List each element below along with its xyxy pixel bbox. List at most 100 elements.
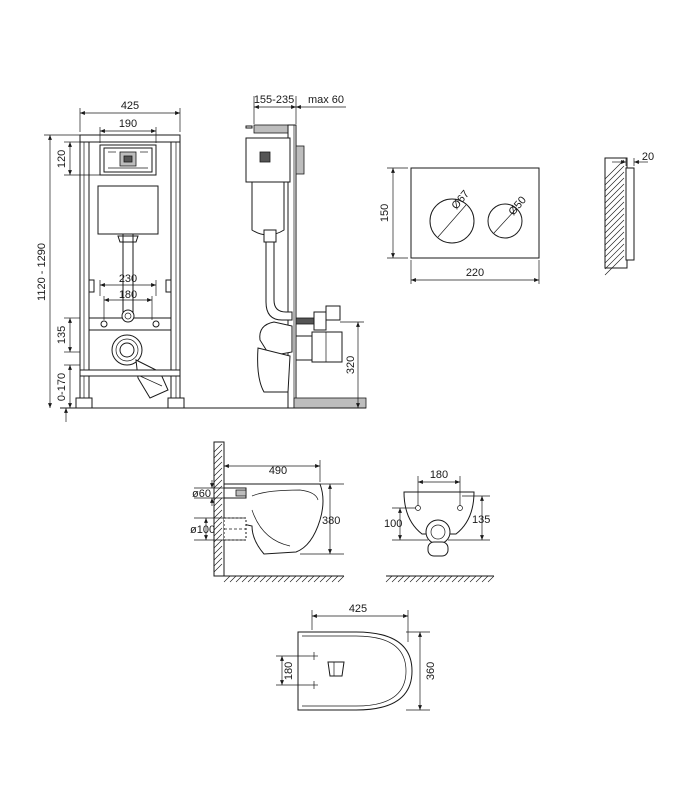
hatch-line <box>213 449 223 459</box>
dim-rear-stud-spacing: 180 <box>430 469 448 481</box>
hatch-line <box>213 539 223 549</box>
dim-wall-depth: 155-235 <box>254 94 294 106</box>
hatch-line <box>213 491 223 501</box>
inlet-connector <box>121 309 135 323</box>
hatch-line <box>487 575 495 583</box>
dim-max-depth: max 60 <box>308 94 344 106</box>
dim-plate-width: 220 <box>466 267 484 279</box>
dim-inlet-diameter: ø60 <box>192 488 211 500</box>
hatch-line <box>313 575 321 583</box>
frame-top-bar <box>79 134 181 143</box>
bowl-top-opening <box>327 661 345 677</box>
frame-front-view: 425 190 120 1120 - 1290 230 180 135 0-17… <box>36 100 365 422</box>
hatch-line <box>415 575 423 583</box>
bowl-top-outline <box>297 631 413 711</box>
hatch-line <box>235 575 243 583</box>
hatch-line <box>223 575 231 583</box>
hatch-line <box>213 443 223 453</box>
hatch-line <box>469 575 477 583</box>
hatch-line <box>213 527 223 537</box>
hatch-line <box>253 575 261 583</box>
hatch-line <box>247 575 255 583</box>
hatch-line <box>213 497 223 507</box>
cistern <box>97 185 159 235</box>
hatch-line <box>241 575 249 583</box>
hatch-line <box>213 521 223 531</box>
hatch-line <box>604 237 625 258</box>
frame-bottom-bar <box>79 369 181 377</box>
hatch-line <box>475 575 483 583</box>
hatch-line <box>213 545 223 555</box>
hatch-line <box>325 575 333 583</box>
hatch-line <box>604 213 625 234</box>
hatch-line <box>319 575 327 583</box>
hatch-line <box>481 575 489 583</box>
bowl-rear-view: 180 100 135 <box>384 469 495 583</box>
dim-outlet-diameter: ø100 <box>190 524 215 536</box>
hatch-line <box>604 177 625 198</box>
hatch-line <box>331 575 339 583</box>
hatch-line <box>301 575 309 583</box>
rear-outlet <box>425 519 451 545</box>
hatch-line <box>213 461 223 471</box>
hatch-line <box>337 575 345 583</box>
hatch-line <box>265 575 273 583</box>
hatch-line <box>409 575 417 583</box>
hatch-line <box>259 575 267 583</box>
side-cistern <box>251 181 285 236</box>
hatch-line <box>451 575 459 583</box>
hatch-line <box>397 575 405 583</box>
dim-top-width: 425 <box>349 603 367 615</box>
dim-plate-height: 150 <box>379 204 391 222</box>
hatch-line <box>295 575 303 583</box>
hatch-line <box>213 551 223 561</box>
hatch-line <box>213 479 223 489</box>
hatch-line <box>604 249 625 270</box>
hatch-line <box>213 473 223 483</box>
drain-elbow <box>135 359 169 399</box>
bowl-rear-outline <box>403 491 475 535</box>
hatch-line <box>271 575 279 583</box>
hatch-line <box>604 159 625 180</box>
hatch-line <box>213 467 223 477</box>
frame-right-upright <box>170 134 181 409</box>
hatch-line <box>604 189 625 210</box>
bowl-top-view: 425 360 180 <box>276 603 437 711</box>
dim-plate-opening-height: 120 <box>56 150 68 168</box>
hatch-line <box>445 575 453 583</box>
hatch-line <box>604 165 625 186</box>
hatch-line <box>213 515 223 525</box>
bowl-side-view: 490 ø60 ø100 380 <box>190 441 345 583</box>
side-actuator <box>245 137 291 183</box>
hatch-line <box>463 575 471 583</box>
hatch-line <box>604 231 625 252</box>
dim-stud-height: 135 <box>56 326 68 344</box>
flush-plate-side-view: 20 <box>604 151 654 276</box>
dim-top-stud-spacing: 180 <box>283 662 295 680</box>
dim-plate-opening-width: 190 <box>119 118 137 130</box>
hatch-line <box>213 503 223 513</box>
hatch-line <box>604 207 625 228</box>
frame-side-view: 155-235 max 60 320 <box>226 94 367 409</box>
hatch-line <box>439 575 447 583</box>
hatch-line <box>604 243 625 264</box>
hatch-line <box>213 509 223 519</box>
bowl-profile <box>223 483 324 555</box>
hatch-line <box>307 575 315 583</box>
hatch-line <box>604 195 625 216</box>
dim-stud-wide: 230 <box>119 273 137 285</box>
plate-profile <box>625 167 635 261</box>
dim-outlet-height: 320 <box>345 356 357 374</box>
hatch-line <box>604 183 625 204</box>
hatch-line <box>403 575 411 583</box>
hatch-line <box>391 575 399 583</box>
dim-frame-height: 1120 - 1290 <box>36 243 48 301</box>
hatch-line <box>604 225 625 246</box>
hatch-line <box>213 455 223 465</box>
dim-plate-thickness: 20 <box>642 151 654 163</box>
hatch-line <box>213 557 223 567</box>
hatch-line <box>213 485 223 495</box>
side-flush-pipe <box>265 241 293 321</box>
hatch-line <box>457 575 465 583</box>
dim-rear-stud-height: 135 <box>472 514 490 526</box>
